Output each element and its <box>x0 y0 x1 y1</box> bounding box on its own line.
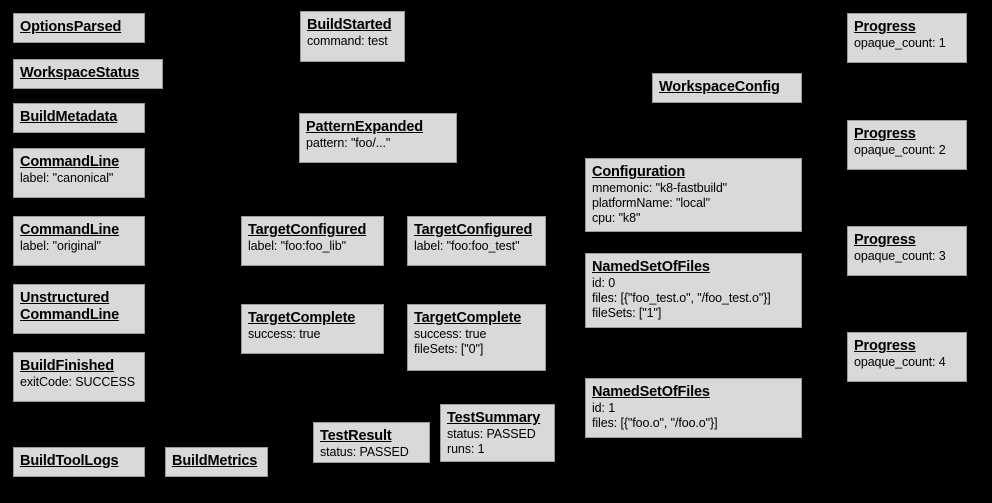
node-fields: opaque_count: 1 <box>854 36 946 50</box>
node-title: TestResult <box>320 428 392 444</box>
node-unstructured-command-line[interactable]: Unstructured CommandLine <box>13 284 145 334</box>
node-title: PatternExpanded <box>306 119 423 135</box>
node-title: Progress <box>854 338 916 354</box>
node-title: Unstructured CommandLine <box>20 290 120 323</box>
node-fields: status: PASSED runs: 1 <box>447 427 536 456</box>
node-options-parsed[interactable]: OptionsParsed <box>13 13 145 43</box>
node-title: TestSummary <box>447 410 541 426</box>
node-fields: label: "original" <box>20 239 101 253</box>
node-title: WorkspaceConfig <box>659 79 780 95</box>
node-title: Progress <box>854 126 916 142</box>
node-title: TargetComplete <box>414 310 522 326</box>
node-title: Progress <box>854 232 916 248</box>
node-fields: mnemonic: "k8-fastbuild" platformName: "… <box>592 181 728 225</box>
node-build-tool-logs[interactable]: BuildToolLogs <box>13 447 145 477</box>
node-title: BuildStarted <box>307 17 392 33</box>
node-fields: label: "canonical" <box>20 171 114 185</box>
node-title: NamedSetOfFiles <box>592 259 710 275</box>
node-title: WorkspaceStatus <box>20 65 140 81</box>
node-fields: id: 0 files: [{"foo_test.o", "/foo_test.… <box>592 276 771 320</box>
node-title: TargetComplete <box>248 310 356 326</box>
node-title: TargetConfigured <box>414 222 533 238</box>
node-fields: id: 1 files: [{"foo.o", "/foo.o"}] <box>592 401 718 430</box>
node-fields: opaque_count: 4 <box>854 355 946 369</box>
node-fields: label: "foo:foo_lib" <box>248 239 346 253</box>
node-workspace-config[interactable]: WorkspaceConfig <box>652 73 802 103</box>
node-fields: opaque_count: 2 <box>854 143 946 157</box>
node-build-metadata[interactable]: BuildMetadata <box>13 103 145 133</box>
node-fields: success: true fileSets: ["0"] <box>414 327 487 356</box>
node-title: BuildMetadata <box>20 109 118 125</box>
node-title: Progress <box>854 19 916 35</box>
node-workspace-status[interactable]: WorkspaceStatus <box>13 59 163 89</box>
node-title: BuildFinished <box>20 358 114 374</box>
node-title: OptionsParsed <box>20 19 122 35</box>
node-fields: command: test <box>307 34 388 48</box>
node-fields: exitCode: SUCCESS <box>20 375 136 389</box>
node-title: NamedSetOfFiles <box>592 384 710 400</box>
node-title: BuildMetrics <box>172 453 258 469</box>
node-fields: opaque_count: 3 <box>854 249 946 263</box>
node-title: TargetConfigured <box>248 222 367 238</box>
node-fields: status: PASSED <box>320 445 409 459</box>
node-title: CommandLine <box>20 154 120 170</box>
node-fields: success: true <box>248 327 321 341</box>
node-title: CommandLine <box>20 222 120 238</box>
node-fields: label: "foo:foo_test" <box>414 239 520 253</box>
node-title: Configuration <box>592 164 686 180</box>
node-build-metrics[interactable]: BuildMetrics <box>165 447 268 477</box>
node-title: BuildToolLogs <box>20 453 119 469</box>
node-fields: pattern: "foo/..." <box>306 136 391 150</box>
